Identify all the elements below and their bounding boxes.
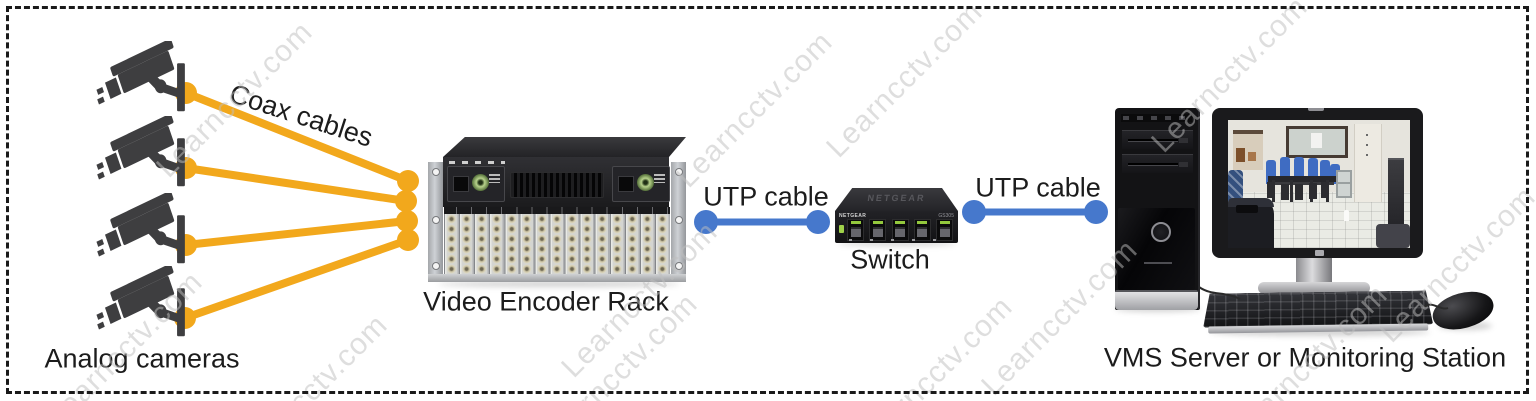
switch-shadow (838, 241, 956, 246)
dining-table (1268, 176, 1336, 182)
tower-model-text (1144, 262, 1172, 264)
tower-front-door (1118, 208, 1195, 290)
tower-io-panel (1121, 114, 1192, 122)
rack-top-face (443, 137, 686, 157)
power-inlet-icon (618, 176, 634, 192)
analog-cameras-label: Analog cameras (44, 343, 240, 374)
tall-cabinet (1388, 158, 1404, 232)
encoder-blades-bnc-connectors (444, 214, 670, 274)
utp-cable-right-label: UTP cable (975, 172, 1101, 203)
monitor-stand-neck (1296, 258, 1332, 284)
rack-mounting-ear (428, 162, 443, 277)
cctv-live-view-screen (1228, 120, 1410, 248)
port-jack (917, 227, 928, 237)
round-connector-icon (637, 174, 654, 191)
round-connector-icon (472, 174, 489, 191)
monitor-stand-base (1258, 282, 1370, 294)
blue-chair (1280, 157, 1290, 181)
switch-label: Switch (850, 244, 930, 275)
port-number-markings (849, 239, 949, 241)
rack-vent-grille (510, 172, 604, 198)
blue-chair (1308, 158, 1318, 182)
blue-chair (1294, 157, 1304, 181)
chair-legs (1295, 184, 1303, 200)
switch-model-label: GS305 (938, 213, 954, 219)
psu-label (654, 174, 665, 183)
analog-camera-icon (89, 41, 185, 112)
analog-camera-icon (89, 266, 185, 337)
server-tower (1115, 108, 1200, 310)
psu-label (489, 174, 500, 183)
utp-cable-left-label: UTP cable (703, 181, 829, 212)
rack-power-supply (447, 166, 505, 202)
chair-legs (1309, 183, 1317, 199)
port-led-icon (850, 221, 861, 224)
hp-logo-icon (1315, 250, 1324, 256)
rack-front-panel: AXIS (443, 157, 670, 207)
switch-brand-label: NETGEAR (839, 213, 867, 219)
rack-power-supply (612, 166, 670, 202)
hp-logo-icon (1151, 222, 1171, 242)
switch-ports (847, 219, 953, 241)
power-inlet-icon (453, 176, 469, 192)
white-bottle (1344, 210, 1349, 221)
rack-mounting-ear (671, 162, 686, 277)
wall-mirror (1286, 126, 1348, 158)
utp-cable-endpoints (694, 200, 1108, 234)
port-led-icon (917, 221, 928, 224)
optical-drive-bay (1122, 154, 1193, 173)
peripheral-cables (1198, 286, 1449, 310)
chair-legs (1281, 184, 1289, 200)
blue-chair (1266, 160, 1276, 184)
analog-camera-icon (89, 193, 185, 264)
vms-server-label: VMS Server or Monitoring Station (1103, 342, 1507, 373)
kitchen-passthrough (1233, 130, 1263, 170)
table-shadow (1270, 182, 1334, 185)
blue-chair (1320, 160, 1330, 184)
switch-front-panel: NETGEAR GS305 (835, 211, 958, 243)
port-jack (939, 227, 950, 237)
port-led-icon (895, 221, 905, 224)
port-led-icon (872, 221, 883, 224)
video-encoder-rack-label: Video Encoder Rack (423, 286, 669, 317)
rack-bottom-rail (428, 274, 686, 282)
blue-chair (1330, 164, 1340, 184)
power-led-icon (839, 225, 844, 233)
optical-drive-bay (1122, 130, 1193, 149)
port-led-icon (939, 221, 950, 224)
chair-legs (1267, 182, 1275, 198)
keyboard-shadow (1210, 328, 1430, 336)
patterned-cushion (1228, 170, 1243, 204)
switch-top-face: NETGEAR (835, 188, 958, 211)
monitor (1212, 108, 1423, 258)
table-leg (1290, 180, 1293, 202)
port-jack (850, 227, 861, 237)
coax-cable-lines (183, 89, 410, 322)
encoder-blade-labels (444, 207, 670, 214)
port-jack (872, 227, 883, 237)
dark-furniture-corner (1376, 224, 1410, 248)
rack-shadow (438, 281, 680, 287)
rj45-port (869, 219, 887, 241)
entry-door (1354, 124, 1382, 202)
chair-legs (1321, 182, 1329, 198)
rj45-port (847, 219, 864, 241)
analog-camera-icon (89, 116, 185, 187)
port-jack (895, 227, 905, 237)
tower-base (1115, 290, 1198, 310)
utp-cable-lines (706, 208, 1096, 226)
serving-trolley (1336, 170, 1352, 198)
dark-sofa (1228, 198, 1274, 248)
monitor-top-notch (1308, 108, 1324, 111)
rack-panel-markings (449, 161, 505, 164)
